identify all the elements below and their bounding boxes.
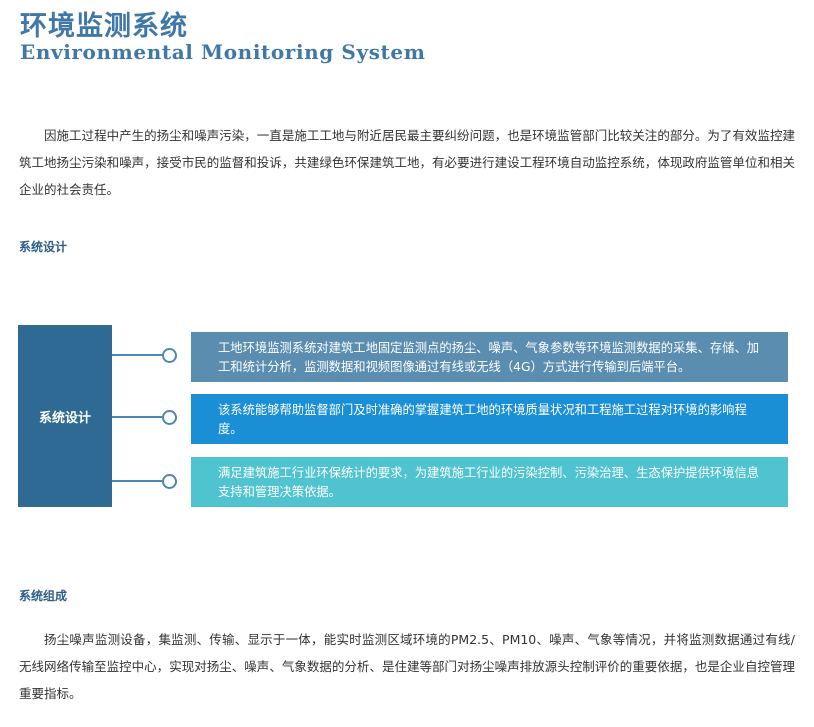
composition-paragraph: 扬尘噪声监测设备，集监测、传输、显示于一体，能实时监测区域环境的PM2.5、PM… <box>19 632 795 701</box>
design-box-label: 系统设计 <box>38 410 91 426</box>
design-item-card: 满足建筑施工行业环保统计的要求，为建筑施工行业的污染控制、污染治理、生态保护提供… <box>191 457 788 507</box>
design-label-box: 系统设计 <box>18 325 112 507</box>
design-item-text: 工地环境监测系统对建筑工地固定监测点的扬尘、噪声、气象参数等环境监测数据的采集、… <box>218 341 760 374</box>
page-title: 环境监测系统 <box>20 11 188 42</box>
design-item-text: 满足建筑施工行业环保统计的要求，为建筑施工行业的污染控制、污染治理、生态保护提供… <box>218 466 760 499</box>
section-heading-design: 系统设计 <box>19 240 68 254</box>
design-item-card: 该系统能够帮助监督部门及时准确的掌握建筑工地的环境质量状况和工程施工过程对环境的… <box>191 394 788 444</box>
design-item-text: 该系统能够帮助监督部门及时准确的掌握建筑工地的环境质量状况和工程施工过程对环境的… <box>218 403 747 436</box>
connector-line-1 <box>112 354 163 356</box>
connector-node-2 <box>162 410 177 425</box>
connector-line-3 <box>112 480 163 482</box>
intro-paragraph: 因施工过程中产生的扬尘和噪声污染，一直是施工工地与附近居民最主要纠纷问题，也是环… <box>19 128 795 197</box>
section-heading-composition: 系统组成 <box>19 589 68 603</box>
page-subtitle-english: Environmental Monitoring System <box>20 40 426 64</box>
connector-node-1 <box>162 348 177 363</box>
design-item-card: 工地环境监测系统对建筑工地固定监测点的扬尘、噪声、气象参数等环境监测数据的采集、… <box>191 332 788 382</box>
connector-node-3 <box>162 474 177 489</box>
connector-line-2 <box>112 416 163 418</box>
